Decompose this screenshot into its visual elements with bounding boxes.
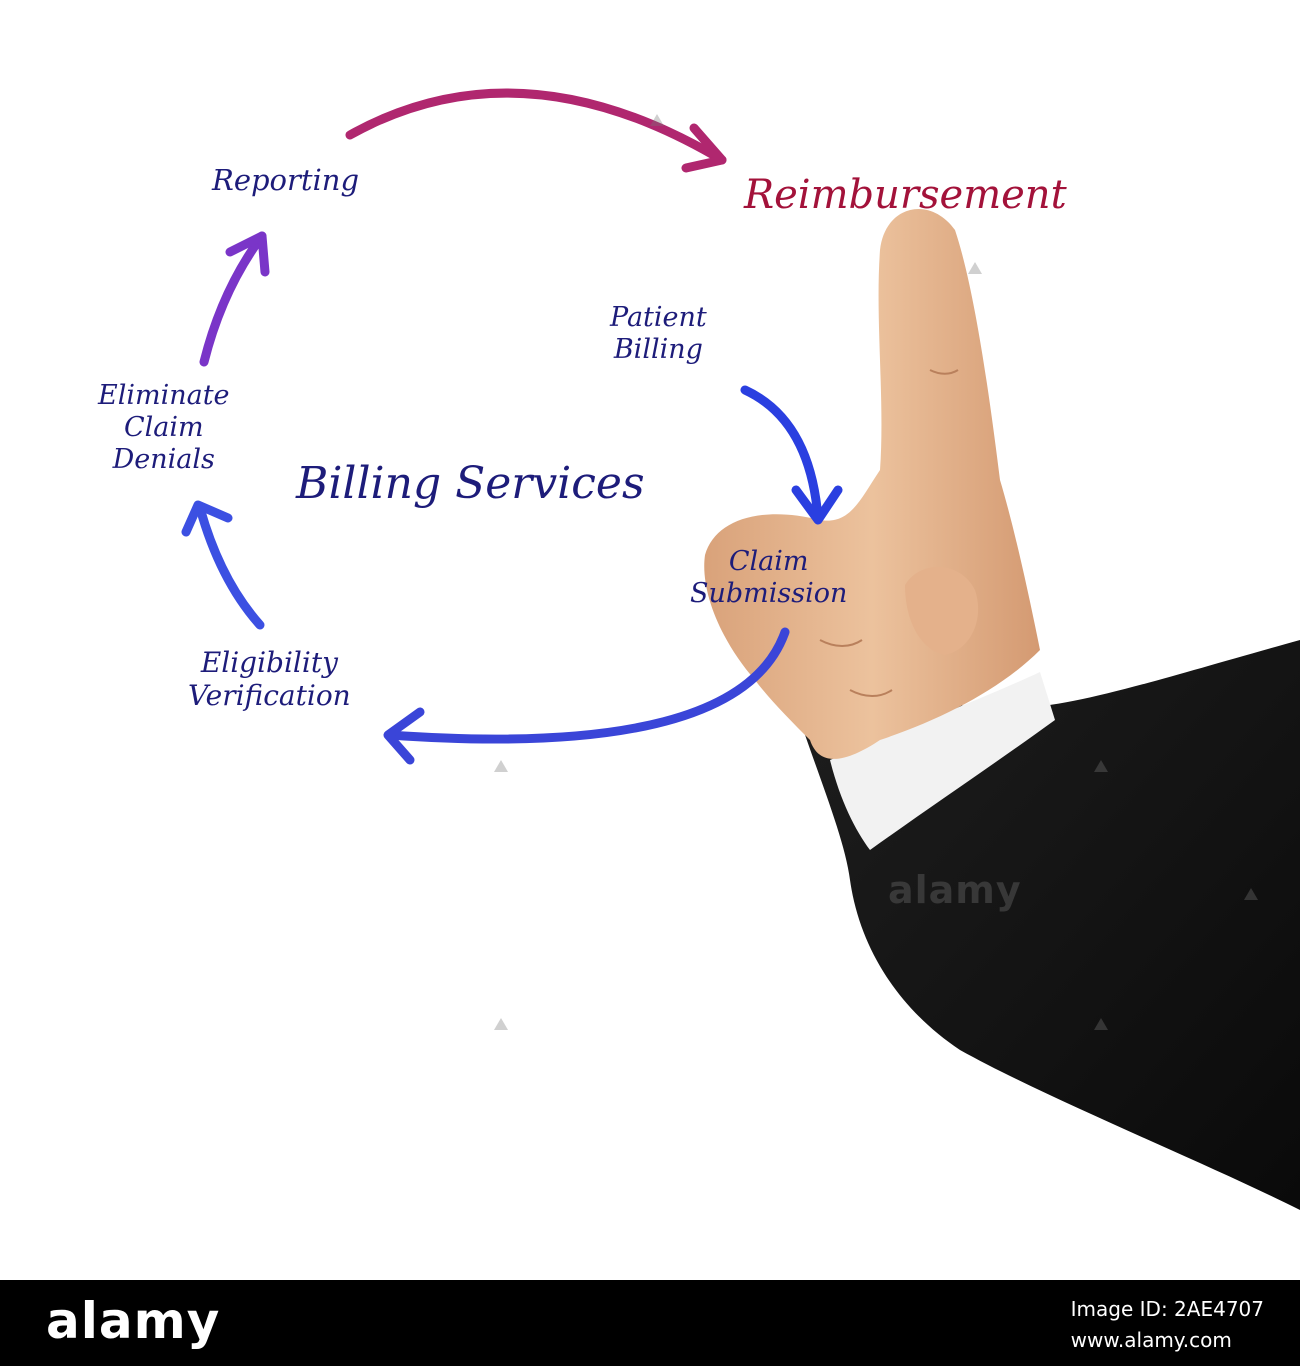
arrow-path — [200, 508, 260, 625]
image-id-text: Image ID: 2AE4707 — [1071, 1294, 1264, 1325]
arrow-path — [350, 93, 722, 160]
hand-illustration — [704, 209, 1300, 1210]
arrow-reporting-to-reimbursement — [350, 93, 722, 168]
node-patient-billing: Patient Billing — [610, 302, 707, 366]
diagram-canvas: Billing Services Reporting Reimbursement… — [0, 0, 1300, 1280]
diagram-graphics — [0, 0, 1300, 1280]
watermark-triangle-icon — [968, 262, 982, 274]
arrow-claim-to-eligibility — [388, 632, 785, 760]
node-reporting: Reporting — [212, 163, 359, 197]
node-label-line: Claim — [690, 546, 847, 578]
watermark-triangle-icon — [1244, 888, 1258, 900]
arrow-path — [390, 632, 785, 739]
watermark-triangle-icon — [1094, 760, 1108, 772]
node-reimbursement: Reimbursement — [744, 172, 1067, 219]
watermark-triangle-icon — [494, 1018, 508, 1030]
node-label-line: Denials — [98, 444, 230, 476]
node-label-line: Reimbursement — [744, 172, 1067, 219]
node-label-line: Billing — [610, 334, 707, 366]
site-url-text: www.alamy.com — [1071, 1325, 1264, 1356]
node-eligibility-verification: Eligibility Verification — [188, 646, 351, 712]
watermark-text: alamy — [888, 868, 1022, 912]
footer-bar: alamy Image ID: 2AE4707 www.alamy.com — [0, 1280, 1300, 1366]
footer-logo: alamy — [46, 1292, 220, 1350]
watermark-triangle-icon — [1094, 1018, 1108, 1030]
node-label-line: Verification — [188, 679, 351, 712]
node-label-line: Eligibility — [188, 646, 351, 679]
node-eliminate-claim-denials: Eliminate Claim Denials — [98, 380, 230, 476]
node-label-line: Reporting — [212, 163, 359, 197]
arrow-eligibility-to-denials — [186, 505, 260, 625]
node-claim-submission: Claim Submission — [690, 546, 847, 610]
node-label-line: Patient — [610, 302, 707, 334]
node-label-line: Submission — [690, 578, 847, 610]
watermark-triangle-icon — [494, 760, 508, 772]
node-label-line: Eliminate — [98, 380, 230, 412]
node-label-line: Claim — [98, 412, 230, 444]
arrow-denials-to-reporting — [204, 236, 265, 362]
footer-info: Image ID: 2AE4707 www.alamy.com — [1071, 1294, 1264, 1356]
center-label: Billing Services — [296, 458, 645, 510]
arrow-patient-to-claim — [745, 390, 838, 520]
watermark-triangle-icon — [650, 114, 664, 126]
